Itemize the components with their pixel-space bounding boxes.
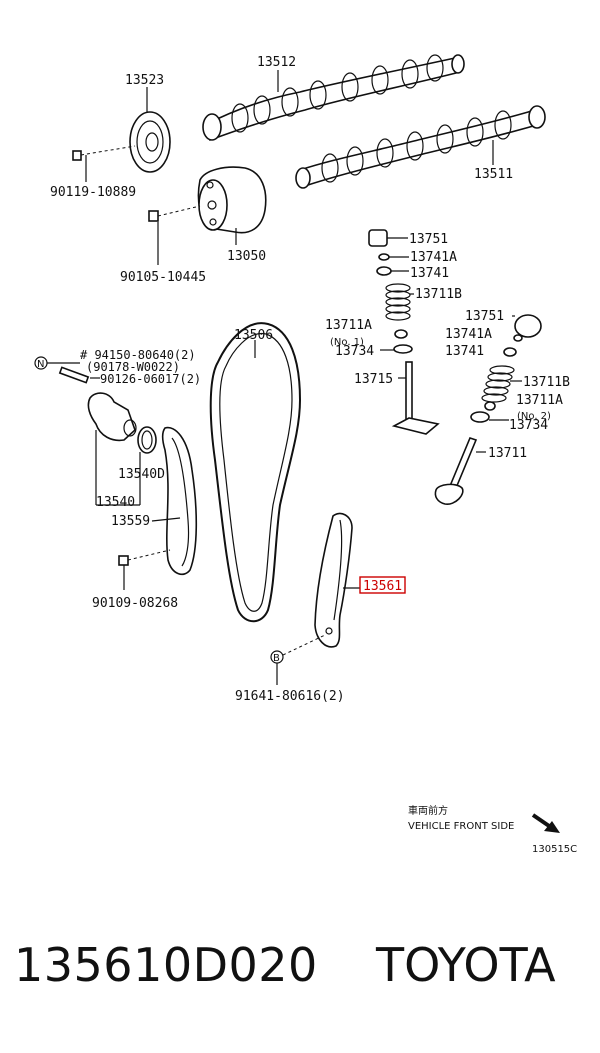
camshaft-13512: 13512 (202, 54, 465, 142)
label-13512: 13512 (257, 55, 296, 70)
bolt-90105 (148, 205, 201, 265)
label-13751-right: 13751 (465, 309, 504, 324)
chain-guide-13559 (161, 426, 198, 576)
spring-13711B-right (481, 365, 515, 403)
label-13711A-right: 13711A (516, 393, 563, 408)
label-90126-06017: 90126-06017(2) (100, 372, 201, 386)
vehicle-direction-indicator: 車両前方 VEHICLE FRONT SIDE 130515C (408, 804, 577, 855)
label-90119-10889: 90119-10889 (50, 185, 136, 200)
label-13715: 13715 (354, 372, 393, 387)
b-mark: B (273, 653, 280, 664)
valve-13711 (434, 437, 478, 505)
camshaft-13511: 13511 (295, 105, 546, 189)
lifter-13751-right (514, 314, 542, 338)
n-mark: N (37, 359, 44, 370)
valve-group-no2: 13751 13741A 13741 13711B 13711A (No. 2)… (434, 309, 570, 505)
label-13511: 13511 (474, 167, 513, 182)
label-13523: 13523 (125, 73, 164, 88)
label-94150-80640: # 94150-80640(2) (80, 348, 196, 362)
label-13741A-left: 13741A (410, 250, 457, 265)
chain-guide-13561: 13561 B 91641-80616(2) (235, 512, 406, 704)
direction-label-en: VEHICLE FRONT SIDE (408, 821, 514, 832)
brand-name: TOYOTA (376, 938, 556, 992)
label-13711B-right: 13711B (523, 375, 570, 390)
label-13751-left: 13751 (409, 232, 448, 247)
direction-label-jp: 車両前方 (408, 804, 448, 817)
label-13734-left: 13734 (335, 344, 374, 359)
valve-13715 (391, 361, 440, 435)
diagram-code: 130515C (532, 844, 577, 855)
label-90105-10445: 90105-10445 (120, 270, 206, 285)
direction-arrow-icon (531, 813, 560, 833)
label-13050: 13050 (227, 249, 266, 264)
label-13741A-right: 13741A (445, 327, 492, 342)
valve-group-no1: 13751 13741A 13741 13711B 13711A (No. 1)… (325, 229, 462, 435)
bolt-90119 (72, 145, 136, 182)
spring-13711B-left (385, 283, 411, 321)
label-91641-80616: 91641-80616(2) (235, 689, 345, 704)
lifter-13751-left (368, 229, 388, 247)
label-13711B-left: 13711B (415, 287, 462, 302)
highlight-box-13561 (359, 576, 406, 594)
label-13741-left: 13741 (410, 266, 449, 281)
label-90178-W0022: (90178-W0022) (86, 360, 180, 374)
tensioner-group: N # 94150-80640(2) (90178-W0022) 90126-0… (34, 348, 201, 611)
label-90109-08268: 90109-08268 (92, 596, 178, 611)
label-13734-right: 13734 (509, 418, 548, 433)
label-13561: 13561 (363, 579, 402, 594)
label-no1: (No. 1) (330, 337, 364, 348)
label-13559: 13559 (111, 514, 150, 529)
label-13711: 13711 (488, 446, 527, 461)
part-number: 135610D020 (14, 938, 318, 992)
label-13741-right: 13741 (445, 344, 484, 359)
label-13506: 13506 (234, 328, 273, 343)
vvt-gear-13050: 13050 90105-10445 (120, 166, 267, 285)
label-13711A-left: 13711A (325, 318, 372, 333)
label-13540: 13540 (96, 495, 135, 510)
timing-chain-13506: 13506 (209, 322, 302, 623)
label-13540D: 13540D (118, 467, 165, 482)
sprocket-13523: 13523 90119-10889 (50, 73, 171, 200)
label-no2: (No. 2) (517, 411, 551, 422)
